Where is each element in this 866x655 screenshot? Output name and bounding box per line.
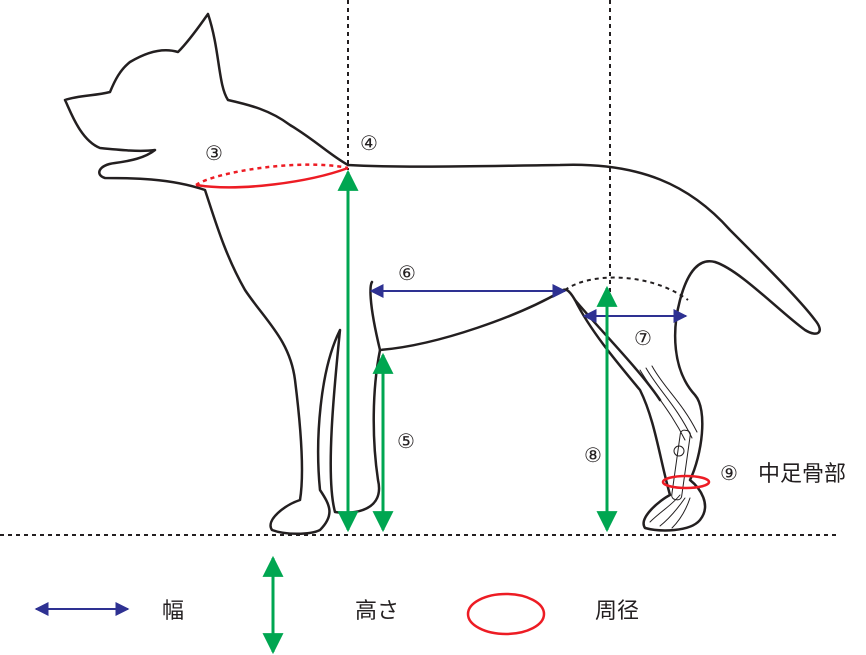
legend-circumference-label: 周径 <box>595 599 639 624</box>
marker-9-label: 中足骨部 <box>758 462 846 487</box>
front-leg-back-edge <box>369 280 382 352</box>
marker-9: ⑨ <box>720 461 738 485</box>
neck-circumference <box>195 163 349 189</box>
marker-3: ③ <box>205 141 223 165</box>
metatarsal-circumference <box>661 474 711 490</box>
thigh-dashed-arc <box>564 276 689 301</box>
reference-lines <box>0 0 840 536</box>
legend-height-label: 高さ <box>355 599 399 624</box>
marker-8: ⑧ <box>584 443 602 467</box>
marker-5: ⑤ <box>397 429 415 453</box>
dog-silhouette <box>63 12 821 535</box>
marker-4: ④ <box>360 131 378 155</box>
marker-7: ⑦ <box>634 326 652 350</box>
legend-circumference-ellipse <box>466 592 546 636</box>
legend-width-label: 幅 <box>162 599 184 624</box>
marker-6: ⑥ <box>398 261 416 285</box>
dog-body-outline <box>63 12 821 535</box>
metatarsal-bones <box>639 365 698 529</box>
legend: 幅 高さ 周径 <box>34 555 639 655</box>
